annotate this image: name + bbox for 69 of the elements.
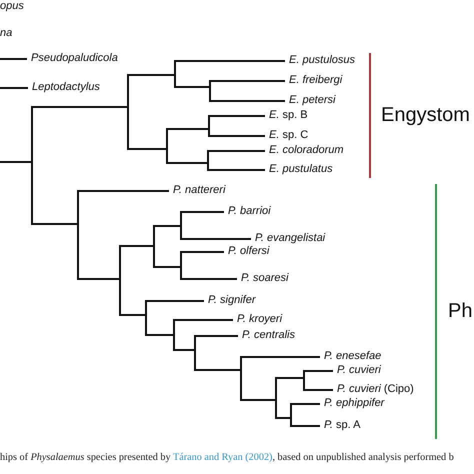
- tree-branch: [0, 58, 27, 60]
- tree-branch: [155, 266, 180, 268]
- tree-branch: [182, 238, 251, 240]
- clade-label: Engystom: [381, 104, 470, 127]
- taxon-label: P. olfersi: [228, 245, 270, 258]
- tree-branch: [155, 225, 180, 227]
- taxon-label: E. pustulosus: [289, 54, 356, 67]
- tree-branch: [129, 74, 174, 76]
- tree-branch: [305, 370, 333, 372]
- tree-branch: [176, 60, 285, 62]
- taxon-label: E. sp. B: [269, 109, 308, 122]
- tree-branch: [277, 417, 290, 419]
- tree-branch: [210, 115, 265, 117]
- tree-branch: [196, 335, 238, 337]
- taxon-label: E. coloradorum: [269, 144, 344, 157]
- taxon-label: Pseudopaludicola: [31, 52, 118, 65]
- tree-branch: [292, 425, 320, 427]
- taxon-label: P. centralis: [242, 329, 295, 342]
- taxon-label: P. enesefae: [324, 350, 382, 363]
- taxon-label: P. evangelistai: [255, 232, 326, 245]
- tree-branch: [168, 128, 208, 130]
- taxon-label: P. ephippifer: [324, 397, 384, 410]
- taxon-label: P. nattereri: [173, 184, 226, 197]
- tree-branch: [182, 278, 237, 280]
- tree-branch: [175, 349, 194, 351]
- citation-link: Tárano and Ryan (2002): [172, 452, 272, 463]
- tree-branch: [79, 190, 169, 192]
- taxon-label: E. pustulatus: [269, 163, 333, 176]
- taxon-label: P. cuvieri (Cipo): [337, 383, 414, 396]
- tree-branch: [209, 150, 265, 152]
- tree-branch: [182, 211, 224, 213]
- taxon-label: P. signifer: [208, 294, 256, 307]
- taxon-label: E. freibergi: [289, 74, 342, 87]
- clade-label: Ph: [448, 300, 472, 323]
- tree-branch: [277, 377, 303, 379]
- tree-branch: [182, 251, 224, 253]
- tree-branch: [209, 169, 265, 171]
- figure-caption: hips of Physalaemus species presented by Tárano and Ryan (2002), based on unpublished analysis performed b: [0, 452, 454, 464]
- taxon-label: na: [0, 27, 12, 40]
- taxon-label: Leptodactylus: [32, 81, 100, 94]
- tree-branch: [196, 369, 240, 371]
- tree-branch: [0, 161, 31, 163]
- taxon-label: opus: [0, 0, 24, 13]
- tree-branch: [305, 389, 333, 391]
- tree-branch: [79, 278, 119, 280]
- taxon-label: P. sp. A: [324, 419, 361, 432]
- taxon-label: P. cuvieri: [337, 364, 381, 377]
- tree-branch: [211, 80, 285, 82]
- tree-branch: [168, 162, 207, 164]
- tree-branch: [147, 300, 204, 302]
- tree-branch: [292, 403, 320, 405]
- tree-branch: [210, 135, 265, 137]
- tree-branch: [175, 319, 233, 321]
- taxon-label: P. kroyeri: [237, 313, 282, 326]
- tree-branch: [242, 399, 275, 401]
- tree-branch: [121, 314, 145, 316]
- tree-branch: [147, 334, 173, 336]
- tree-branch: [33, 223, 77, 225]
- taxon-label: E. petersi: [289, 94, 336, 107]
- tree-branch: [211, 100, 285, 102]
- tree-branch: [121, 245, 153, 247]
- tree-branch: [176, 86, 209, 88]
- taxon-label: P. barrioi: [228, 205, 271, 218]
- tree-branch: [33, 106, 127, 108]
- tree-branch: [0, 87, 28, 89]
- tree-branch: [129, 148, 166, 150]
- taxon-label: E. sp. C: [269, 129, 308, 142]
- tree-branch: [242, 356, 320, 358]
- taxon-label: P. soaresi: [241, 272, 288, 285]
